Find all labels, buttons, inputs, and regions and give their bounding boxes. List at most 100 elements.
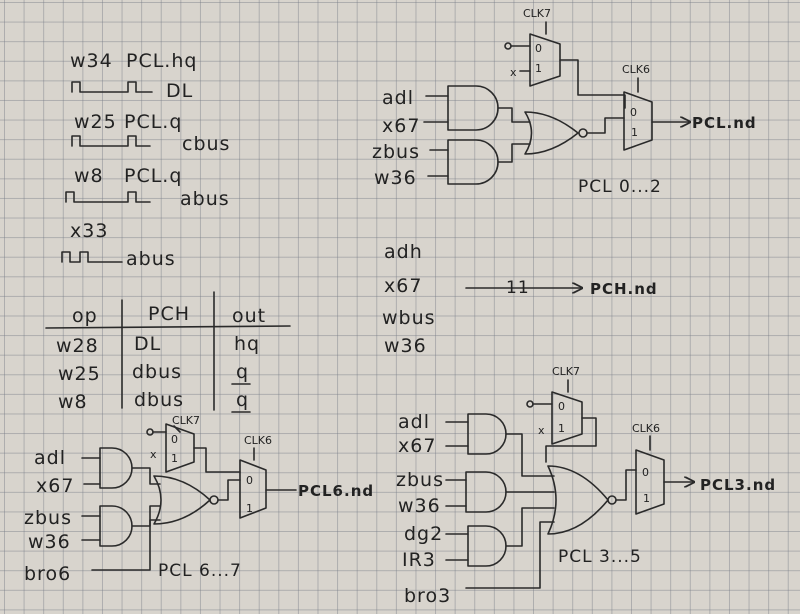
signal-src-pcl-q: PCL.q: [124, 111, 182, 133]
mux-input-1: 1: [643, 492, 650, 505]
signal-src-pcl-q: PCL.q: [124, 165, 182, 187]
circuit-pcl-6-7: CLK7 0 1 x CLK6 0 1 PCL6.nd adl x67 zbus…: [24, 414, 374, 585]
table-cell: DL: [134, 333, 161, 355]
table-header-out: out: [232, 305, 266, 327]
clk7-label: CLK7: [172, 414, 200, 427]
table-cell: hq: [234, 333, 260, 355]
mux-clk6: [635, 449, 665, 515]
table-cell: dbus: [134, 389, 184, 411]
table-cell: w8: [58, 391, 88, 413]
mux-input-1: 1: [535, 62, 542, 75]
pulse-label-dl: DL: [166, 80, 193, 102]
table-cell: w28: [56, 335, 99, 357]
input-terminal: [526, 400, 534, 408]
range-label-pcl-6-7: PCL 6...7: [158, 561, 242, 581]
input-label-x67: x67: [382, 115, 420, 137]
mux-x-mark: x: [510, 66, 517, 79]
input-label-ir3: IR3: [402, 549, 436, 571]
table-cell: dbus: [132, 361, 182, 383]
input-label-w36: w36: [374, 167, 417, 189]
input-label-bro3: bro3: [404, 585, 451, 607]
and-gate: [465, 471, 507, 513]
input-label-w36: w36: [384, 335, 427, 357]
input-label-adl: adl: [382, 87, 414, 109]
signal-op-x33: x33: [70, 220, 108, 242]
input-label-w36: w36: [398, 495, 441, 517]
op-table: op PCH out w28 DL hq w25 dbus q w8 dbus …: [45, 291, 291, 413]
mux-clk7: [551, 391, 583, 445]
mux-input-1: 1: [171, 452, 178, 465]
mux-clk6: [623, 91, 653, 151]
input-label-zbus: zbus: [372, 141, 420, 163]
table-cell: q: [236, 361, 249, 383]
mux-input-1: 1: [631, 126, 638, 139]
input-label-zbus: zbus: [396, 469, 444, 491]
mux-input-1: 1: [246, 502, 253, 515]
nor-gate: [547, 465, 609, 535]
range-label-pcl-0-2: PCL 0...2: [578, 177, 662, 197]
mux-input-0: 0: [246, 474, 253, 487]
table-cell: q: [236, 389, 249, 411]
circuit-pcl-0-2: CLK7 0 1 x CLK6 0 1 PCL.nd adl x67 zbus …: [372, 7, 757, 197]
inverter-bubble: [209, 495, 219, 505]
and-gate: [99, 447, 133, 489]
table-header-op: op: [72, 305, 98, 327]
pulse-label-abus: abus: [126, 248, 176, 270]
and-gate: [99, 505, 133, 547]
clk7-label: CLK7: [523, 7, 551, 20]
input-label-adl: adl: [34, 447, 66, 469]
nor-gate: [524, 111, 579, 155]
input-label-x67: x67: [384, 275, 422, 297]
pulse-waveform: [65, 191, 151, 203]
signal-op-w25: w25: [74, 111, 117, 133]
clk6-label: CLK6: [632, 422, 660, 435]
pulse-waveform: [61, 251, 123, 263]
range-label-pcl-3-5: PCL 3...5: [558, 547, 642, 567]
mux-input-0: 0: [630, 106, 637, 119]
input-terminal: [146, 428, 154, 436]
pulse-waveform: [71, 135, 151, 147]
mux-x-mark: x: [150, 448, 157, 461]
and-gate: [447, 85, 499, 131]
input-label-adh: adh: [384, 241, 423, 263]
mux-input-0: 0: [535, 42, 542, 55]
and-gate: [467, 413, 507, 455]
input-terminal: [504, 42, 512, 50]
mux-x-mark: x: [538, 424, 545, 437]
mux-input-0: 0: [171, 433, 178, 446]
inverter-bubble: [607, 495, 617, 505]
nor-gate: [153, 475, 211, 525]
output-pcl-nd: PCL.nd: [692, 114, 757, 132]
mux-input-1: 1: [558, 422, 565, 435]
and-gate: [447, 139, 499, 185]
pulse-label-cbus: cbus: [182, 133, 230, 155]
pulse-label-abus: abus: [180, 188, 230, 210]
mux-clk6: [239, 459, 267, 519]
input-label-adl: adl: [398, 411, 430, 433]
output-pcl6-nd: PCL6.nd: [298, 482, 374, 500]
output-pch-nd: PCH.nd: [590, 280, 658, 298]
bus-width-mark: 11: [506, 278, 530, 298]
mux-clk7: [165, 423, 195, 473]
clk6-label: CLK6: [244, 434, 272, 447]
circuit-pch: adh x67 wbus w36 11 PCH.nd: [382, 241, 658, 357]
input-label-dg2: dg2: [404, 523, 443, 545]
table-header-pch: PCH: [148, 303, 190, 325]
input-label-x67: x67: [398, 435, 436, 457]
clk6-label: CLK6: [622, 63, 650, 76]
signal-op-w34: w34: [70, 50, 113, 72]
mux-input-0: 0: [642, 466, 649, 479]
inverter-bubble: [578, 128, 588, 138]
mux-clk7: [529, 33, 561, 87]
input-label-zbus: zbus: [24, 507, 72, 529]
input-label-bro6: bro6: [24, 563, 71, 585]
signal-op-w8: w8: [74, 165, 104, 187]
clk7-label: CLK7: [552, 365, 580, 378]
circuit-pcl-3-5: CLK7 0 1 x CLK6 0 1 PCL3.nd adl x67 zbus…: [396, 365, 776, 607]
table-cell: w25: [58, 363, 101, 385]
timing-notes: w34 PCL.hq DL w25 PCL.q cbus w8 PCL.q ab…: [61, 50, 230, 270]
output-pcl3-nd: PCL3.nd: [700, 476, 776, 494]
and-gate: [467, 525, 507, 567]
signal-src-pcl-hq: PCL.hq: [126, 50, 197, 72]
